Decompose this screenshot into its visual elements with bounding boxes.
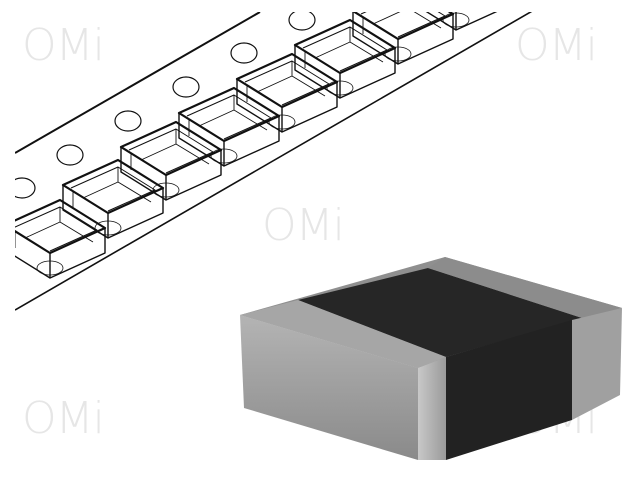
watermark-top-left: OMi [22, 20, 105, 71]
watermark-center: OMi [262, 200, 345, 251]
watermark-bottom-left: OMi [22, 393, 105, 444]
smd-component [240, 257, 622, 460]
watermark-top-right: OMi [515, 20, 598, 71]
tape-group [15, 12, 533, 311]
